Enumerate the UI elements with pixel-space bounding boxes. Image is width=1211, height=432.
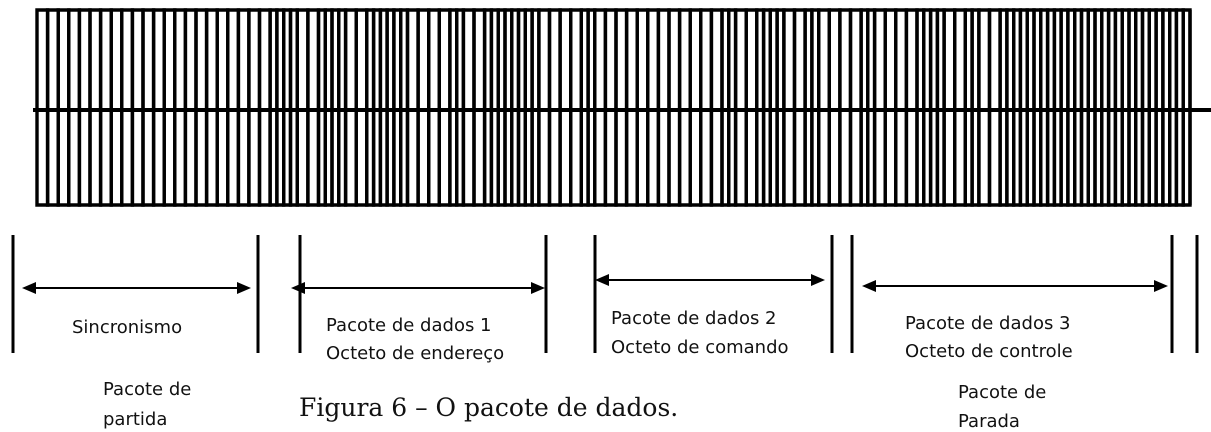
- section-boundaries: [11, 235, 1199, 353]
- data3-span-arrow: [862, 280, 1168, 292]
- data2-label-line1: Pacote de dados 2: [611, 308, 777, 329]
- signal-trace-lower: [35, 8, 1192, 207]
- start-packet-label-line1: Pacote de: [103, 379, 191, 400]
- stop-packet-label-line1: Pacote de: [958, 382, 1046, 403]
- start-packet-label-line2: partida: [103, 409, 167, 430]
- stop-packet-label-line2: Parada: [958, 411, 1020, 432]
- data3-label-line1: Pacote de dados 3: [905, 313, 1071, 334]
- data2-span-arrow: [595, 274, 825, 286]
- data1-label-line1: Pacote de dados 1: [326, 315, 492, 336]
- data3-label-line2: Octeto de controle: [905, 341, 1073, 362]
- figure-caption: Figura 6 – O pacote de dados.: [299, 393, 678, 422]
- dcc-waveform: [33, 8, 1211, 207]
- data1-label-line2: Octeto de endereço: [326, 343, 504, 364]
- sync-span-arrow: [22, 282, 251, 294]
- sync-label: Sincronismo: [72, 317, 182, 338]
- signal-trace-upper: [35, 8, 1192, 207]
- data2-label-line2: Octeto de comando: [611, 337, 789, 358]
- data1-span-arrow: [291, 282, 545, 294]
- span-arrows: [22, 274, 1168, 294]
